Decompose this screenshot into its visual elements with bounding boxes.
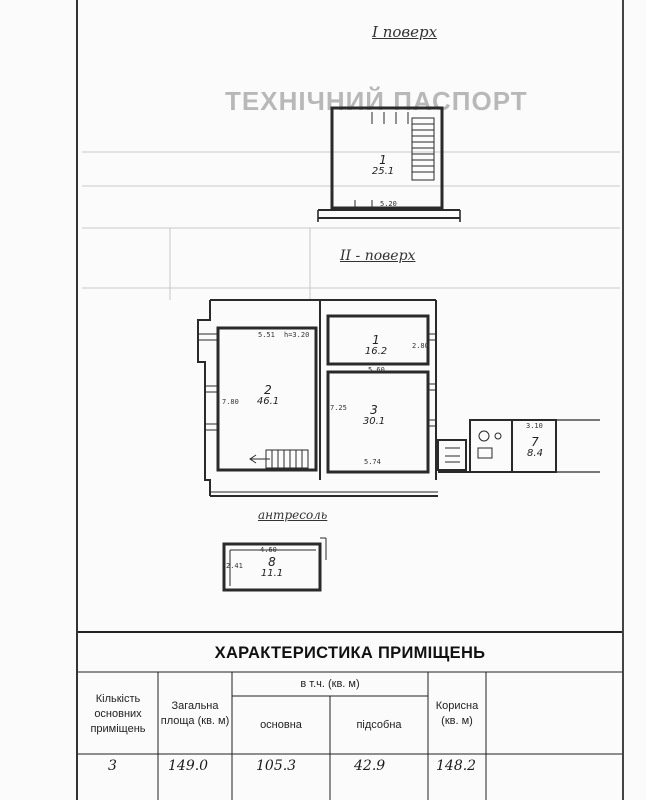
room-number: 2	[264, 383, 272, 397]
room-label-8: 8 11.1	[254, 556, 290, 579]
header-useful: Корисна (кв. м)	[435, 700, 479, 727]
dimension-label: 7.80	[222, 398, 239, 406]
room-area: 30.1	[362, 415, 386, 427]
room-number: 7	[531, 435, 539, 449]
room-number: 1	[372, 333, 380, 347]
first-floor-title: I поверх	[372, 23, 438, 41]
room-label-1: 1 16.2	[358, 334, 394, 357]
dimension-label: h=3.20	[284, 331, 310, 339]
value-total: 149.0	[168, 758, 209, 774]
dimension-label: 3.10	[526, 422, 543, 430]
dimension-label: 2.80	[412, 342, 429, 350]
dimension-label: 5.60	[368, 366, 385, 374]
dimension-label: 5.51	[258, 331, 275, 339]
second-floor-title: II - поверх	[340, 248, 416, 264]
table-title: ХАРАКТЕРИСТИКА ПРИМІЩЕНЬ	[214, 643, 486, 662]
room-area: 46.1	[256, 395, 280, 407]
room-label-3: 3 30.1	[356, 404, 392, 427]
room-area: 11.1	[260, 567, 284, 579]
floor1-room-label: 1 25.1	[366, 154, 400, 177]
header-total: Загальна площа (кв. м)	[160, 700, 230, 727]
room-area: 16.2	[364, 345, 388, 357]
value-count: 3	[108, 758, 117, 774]
dimension-label: 2.41	[226, 562, 243, 570]
frame-left-border	[76, 0, 78, 800]
room-area: 25.1	[371, 165, 395, 177]
room-area: 8.4	[527, 447, 543, 459]
header-main: основна	[260, 718, 302, 731]
dimension-label: 4.60	[260, 546, 277, 554]
header-incl: в т.ч. (кв. м)	[300, 677, 360, 690]
room-label-7: 7 8.4	[520, 436, 550, 459]
dimension-label: 5.20	[380, 200, 397, 208]
value-main: 105.3	[256, 758, 297, 774]
value-aux: 42.9	[354, 758, 386, 774]
room-label-2: 2 46.1	[250, 384, 286, 407]
dimension-label: 5.74	[364, 458, 381, 466]
header-count: Кількість основних приміщень	[90, 692, 146, 735]
dimension-label: 7.25	[330, 404, 347, 412]
frame-right-border	[622, 0, 624, 800]
value-useful: 148.2	[436, 758, 477, 774]
ghost-heading: ТЕХНІЧНИЙ ПАСПОРТ	[225, 86, 528, 116]
room-number: 3	[370, 403, 378, 417]
mezzanine-title: антресоль	[258, 508, 328, 522]
room-number: 8	[268, 555, 276, 569]
header-aux: підсобна	[356, 718, 402, 731]
room-number: 1	[379, 153, 387, 167]
